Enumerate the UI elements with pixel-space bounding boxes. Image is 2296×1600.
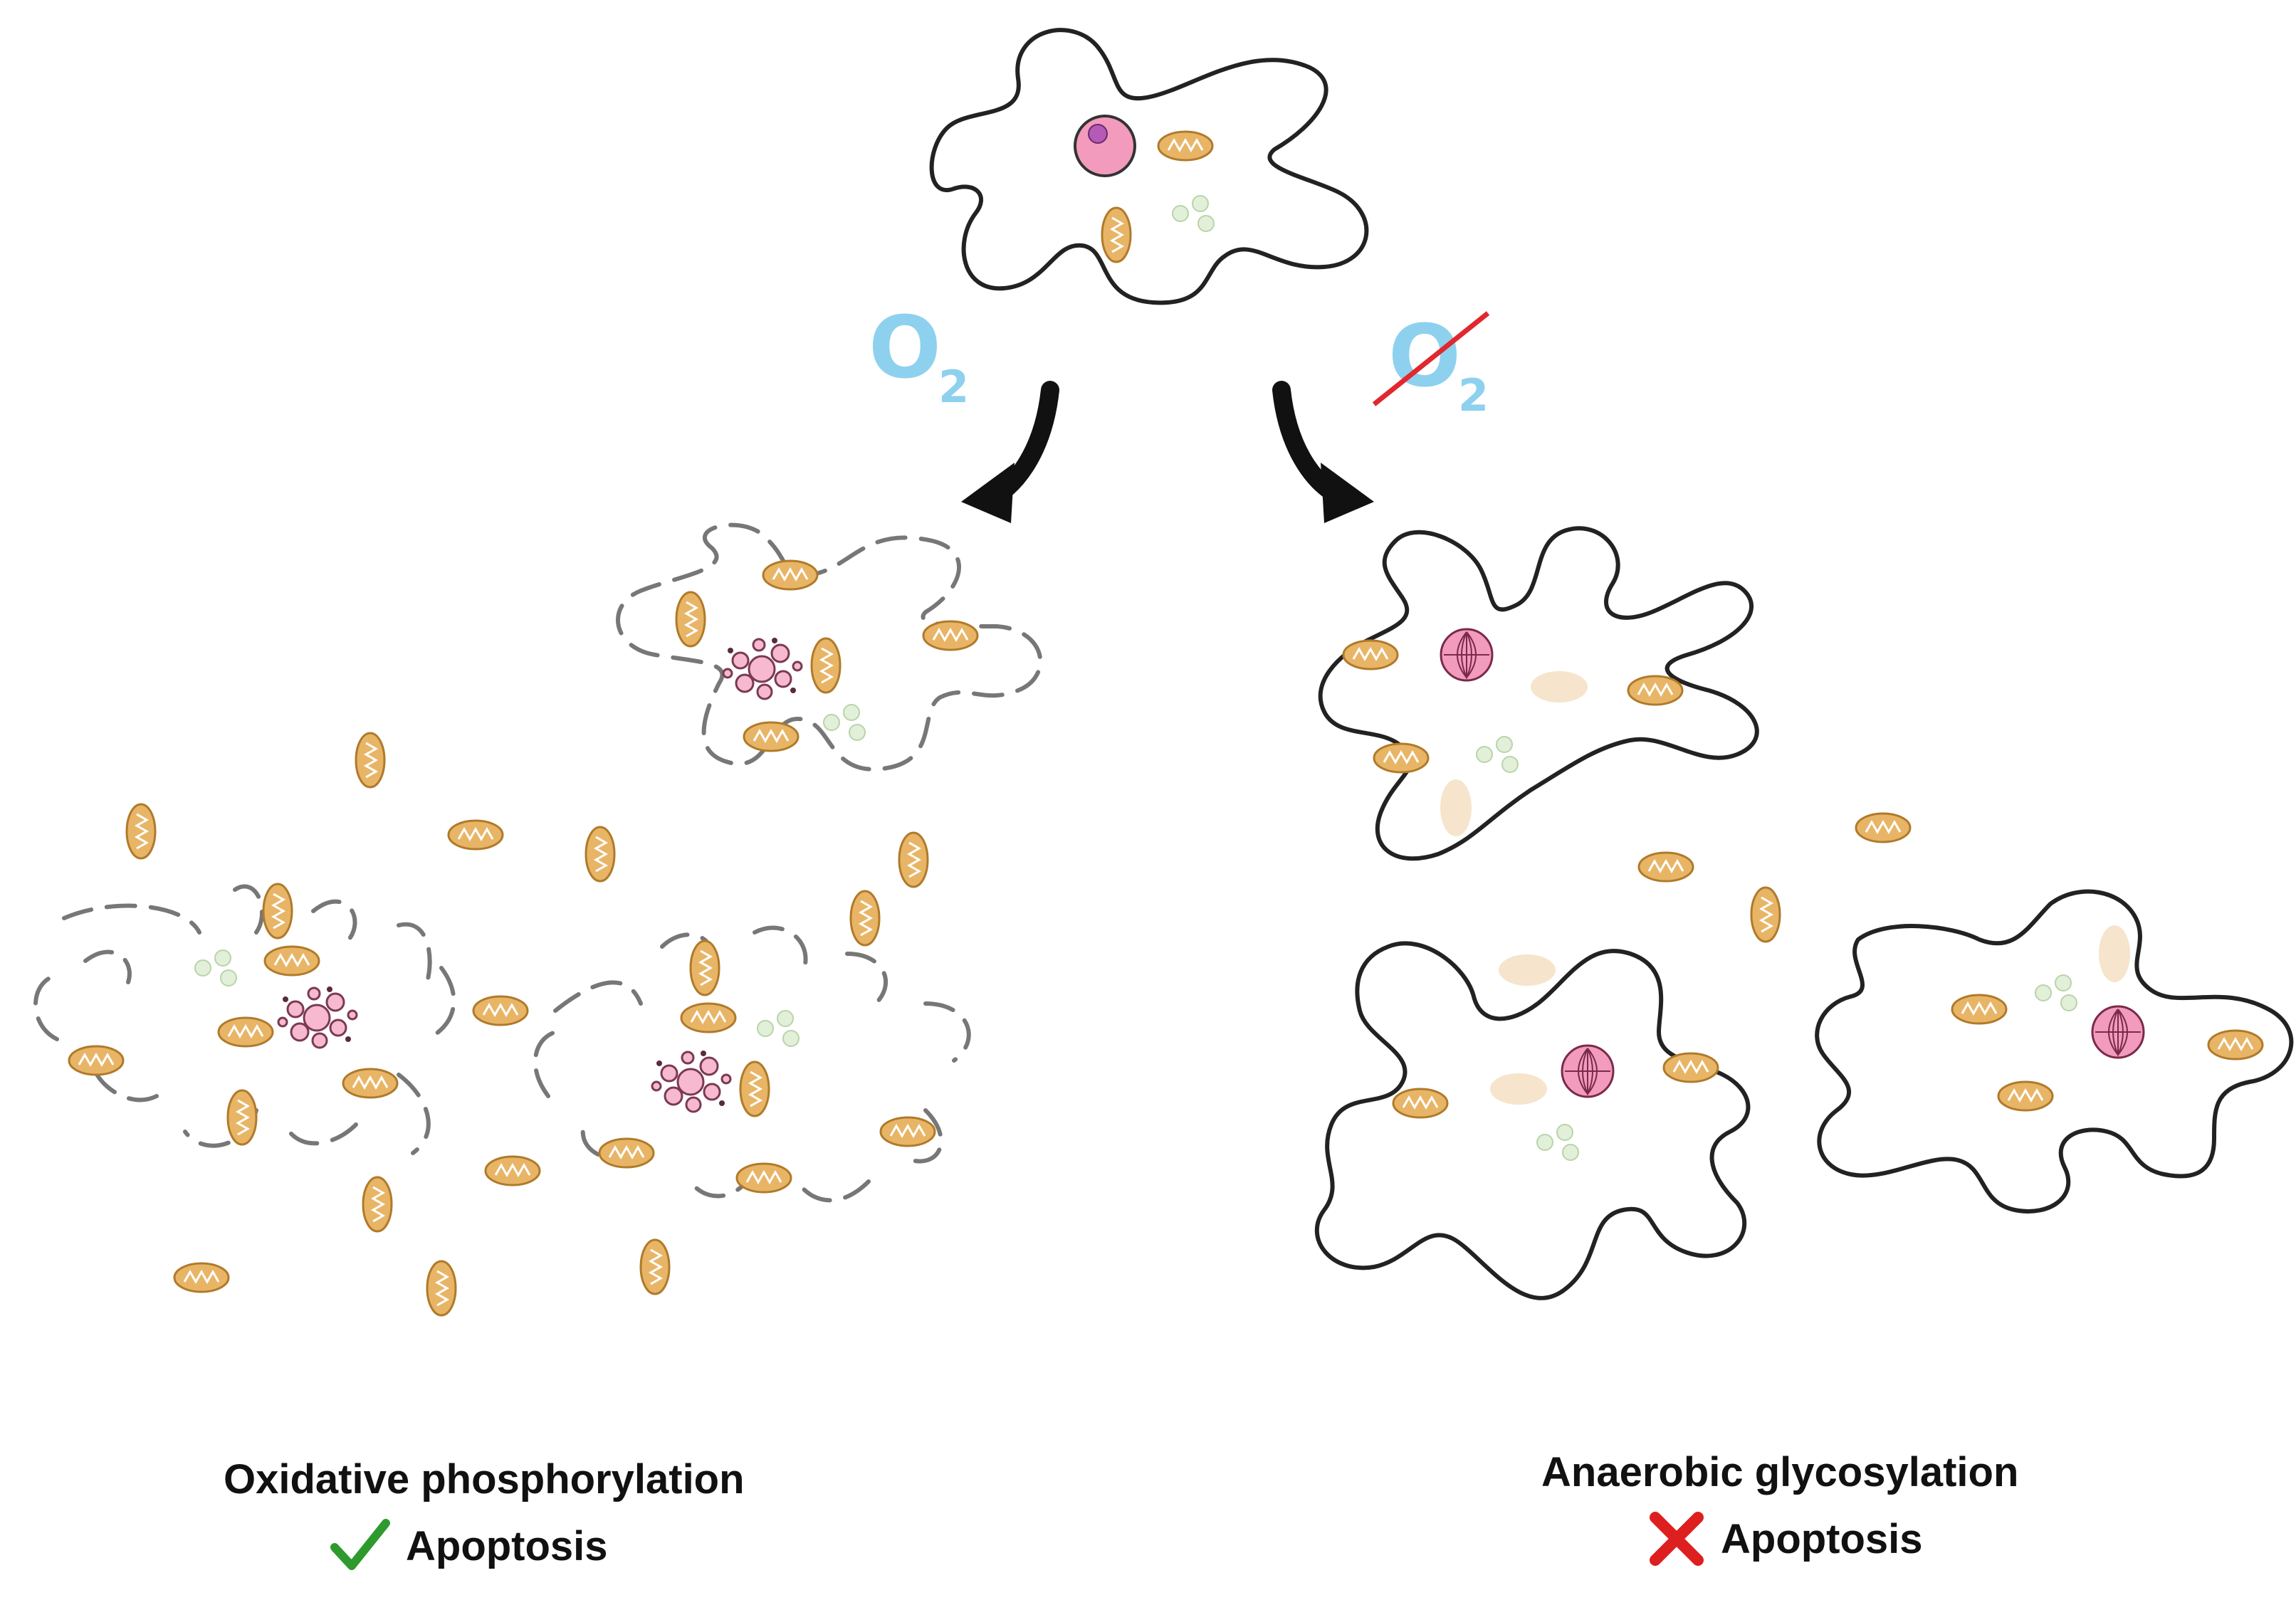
parent-cell-membrane <box>929 28 1369 305</box>
mitochondrion <box>639 1238 671 1295</box>
mitochondrion <box>689 940 720 996</box>
mitochondrion <box>810 637 842 694</box>
o2-absent-subscript: 2 <box>1458 369 1489 421</box>
mitochondrion <box>68 1045 125 1076</box>
mitochondrion <box>263 945 320 977</box>
dividing-nucleus <box>1440 628 1494 682</box>
left-curved-arrow <box>961 381 1059 523</box>
dividing-cell-bottom-right <box>1815 889 2294 1214</box>
mitochondrion <box>1373 742 1430 774</box>
strike-through-line <box>1372 311 1490 406</box>
dividing-cell-top <box>1318 526 1759 861</box>
mitochondrion <box>762 559 819 591</box>
mitochondrion <box>447 819 504 851</box>
vesicles <box>1536 1124 1579 1161</box>
right-outcome-label: Anaerobic glycosylation Apoptosis <box>1541 1448 2018 1566</box>
apoptotic-cell-left <box>33 883 456 1155</box>
x-mark-icon <box>1650 1512 1704 1566</box>
mitochondrion <box>922 620 979 651</box>
left-outcome-label: Oxidative phosphorylation Apoptosis <box>224 1456 745 1573</box>
mitochondrion <box>355 732 386 789</box>
right-outcome-text: Apoptosis <box>1721 1515 1923 1562</box>
vesicles <box>194 949 237 986</box>
apoptotic-body-cluster <box>277 985 358 1049</box>
free-mitochondria <box>1637 812 1912 943</box>
vesicles <box>1476 736 1519 773</box>
left-outcome-text: Apoptosis <box>406 1522 608 1569</box>
o2-absent-label: O 2 <box>1372 307 1490 421</box>
mitochondrion <box>1637 851 1694 883</box>
mitochondrion <box>598 1137 655 1169</box>
faded-mitochondrion <box>1499 954 1556 986</box>
faded-mitochondrion <box>1531 671 1588 702</box>
mitochondrion <box>472 995 529 1026</box>
mitochondrion <box>1101 206 1132 263</box>
o2-present-symbol: O <box>869 299 941 398</box>
right-outcome-row: Apoptosis <box>1541 1512 2018 1566</box>
o2-present-label: O 2 <box>869 299 969 413</box>
dividing-nucleus <box>2091 1005 2145 1059</box>
right-curved-arrow <box>1272 381 1374 523</box>
check-mark-icon <box>330 1519 390 1570</box>
mitochondrion <box>739 1060 770 1117</box>
mitochondrion <box>173 1262 230 1293</box>
mitochondrion <box>484 1155 541 1186</box>
vesicles <box>2035 974 2077 1011</box>
faded-mitochondrion <box>2099 925 2130 982</box>
parent-nucleus <box>1074 115 1136 177</box>
mitochondrion <box>585 826 616 883</box>
vesicles <box>823 704 866 741</box>
mitochondrion <box>1855 812 1912 843</box>
apoptotic-cell-right <box>533 925 971 1203</box>
mitochondrion <box>262 883 293 940</box>
mitochondrion <box>125 803 157 860</box>
dividing-nucleus <box>1561 1044 1615 1098</box>
mitochondrion <box>849 890 881 947</box>
mitochondrion <box>1951 994 2008 1025</box>
right-pathway-title: Anaerobic glycosylation <box>1541 1449 2019 1495</box>
vesicles <box>1172 195 1215 232</box>
mitochondrion <box>226 1089 258 1146</box>
apoptotic-cell-top <box>616 522 1043 772</box>
mitochondrion <box>1342 639 1399 670</box>
mitochondrion <box>342 1068 399 1099</box>
o2-absent-symbol: O <box>1388 307 1461 406</box>
left-outcome-row: Apoptosis <box>224 1519 745 1573</box>
faded-mitochondrion <box>1490 1073 1547 1105</box>
mitochondrion <box>1662 1052 1719 1083</box>
mitochondrion <box>1997 1080 2054 1112</box>
mitochondrion <box>362 1176 393 1233</box>
parent-cell <box>929 28 1369 305</box>
mitochondrion <box>2207 1029 2264 1060</box>
mitochondrion <box>743 721 800 752</box>
mitochondrion <box>879 1116 936 1147</box>
vesicles <box>757 1010 800 1047</box>
apoptotic-body-cluster <box>651 1049 732 1113</box>
faded-mitochondrion <box>1440 779 1472 836</box>
o2-present-subscript: 2 <box>938 361 969 413</box>
mitochondrion <box>680 1002 737 1033</box>
mitochondrion <box>1750 886 1781 943</box>
mitochondrion <box>675 591 706 648</box>
mitochondrion <box>898 831 929 888</box>
mitochondrion <box>217 1016 274 1048</box>
apoptotic-body-cluster <box>722 636 803 700</box>
left-pathway-title: Oxidative phosphorylation <box>224 1456 745 1502</box>
mitochondrion <box>1392 1088 1449 1119</box>
dividing-cell-bottom-left <box>1314 941 1751 1300</box>
mitochondrion <box>426 1260 457 1317</box>
mitochondrion <box>1157 130 1214 162</box>
mitochondrion <box>1627 675 1684 706</box>
mitochondrion <box>735 1162 792 1194</box>
